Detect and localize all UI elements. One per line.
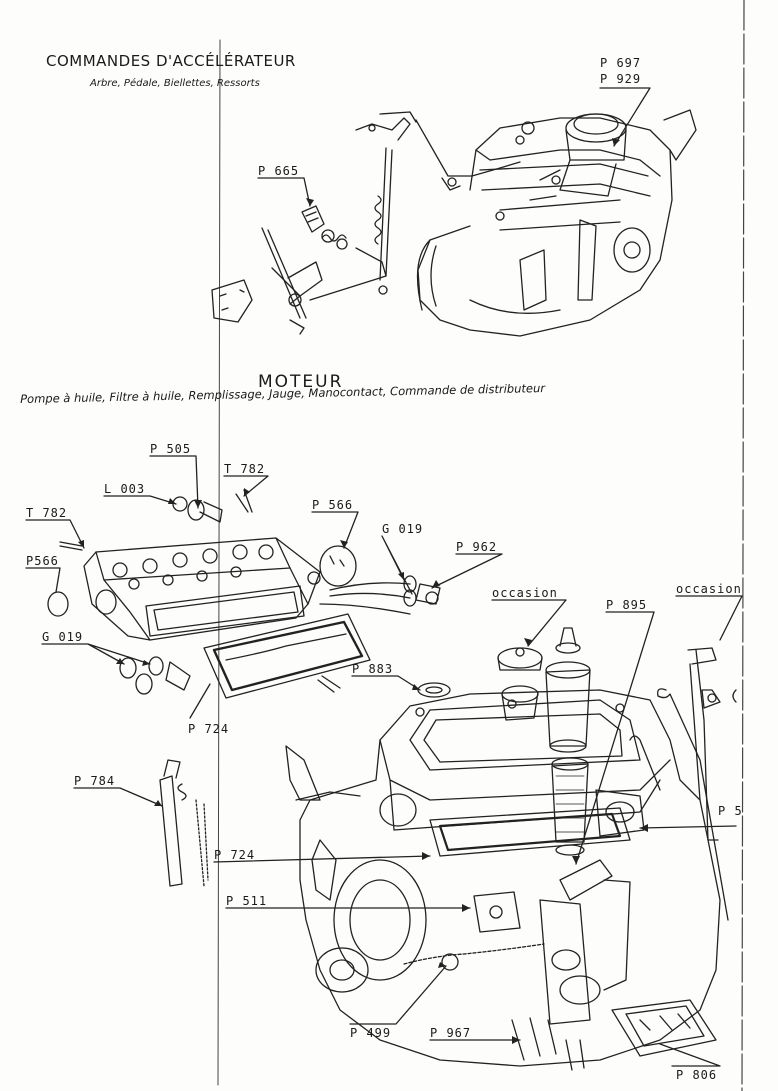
ref-label-l003: L 003 <box>104 482 146 496</box>
ref-label-t782-top: T 782 <box>224 462 266 476</box>
ref-label-occasion-1: occasion <box>492 586 558 600</box>
ref-label-p967: P 967 <box>430 1026 472 1040</box>
ref-label-t782-left: T 782 <box>26 506 68 520</box>
ref-label-p724-gasket: P 724 <box>188 722 230 736</box>
leader-p806 <box>659 1043 721 1067</box>
leader-occasion2 <box>675 595 743 641</box>
leader-p962 <box>431 553 503 589</box>
leader-p724a <box>189 683 211 719</box>
leader-p566a <box>311 511 359 549</box>
leader-p665 <box>257 177 311 207</box>
leader-p499 <box>349 965 447 1025</box>
ref-label-p697: P 697 <box>600 56 642 70</box>
engine-top-view-drawing <box>416 109 697 337</box>
ref-label-occasion-2: occasion <box>676 582 742 596</box>
accelerator-section-title: COMMANDES D'ACCÉLÉRATEUR <box>46 52 296 70</box>
ref-label-g019-right: G 019 <box>382 522 424 536</box>
leader-p895 <box>575 611 655 865</box>
leader-p566b <box>25 567 61 593</box>
leader-occasion1 <box>491 599 567 647</box>
ref-label-p962: P 962 <box>456 540 498 554</box>
accelerator-linkage-drawing <box>211 111 521 335</box>
ref-label-p505: P 505 <box>150 442 192 456</box>
leader-l003 <box>103 495 177 505</box>
leader-p724b <box>213 855 431 863</box>
vertical-guide-line <box>217 39 221 1086</box>
ref-label-p511: P 511 <box>226 894 268 908</box>
leader-t782b <box>25 519 85 549</box>
engine-section-title: MOTEUR <box>258 372 344 392</box>
engine-block-drawing <box>159 627 737 1071</box>
leader-p883 <box>351 675 421 691</box>
ref-label-p724-cover: P 724 <box>214 848 256 862</box>
ref-label-p806: P 806 <box>676 1068 718 1082</box>
ref-label-p665: P 665 <box>258 164 300 178</box>
leader-t782a <box>223 475 269 497</box>
cylinder-head-drawing <box>47 489 441 699</box>
leader-g019a <box>381 535 413 595</box>
ref-label-p929: P 929 <box>600 72 642 86</box>
ref-label-p499: P 499 <box>350 1026 392 1040</box>
ref-label-p883: P 883 <box>352 662 394 676</box>
ref-label-g019-left: G 019 <box>42 630 84 644</box>
accelerator-section-subtitle: Arbre, Pédale, Biellettes, Ressorts <box>90 78 260 89</box>
ref-label-p566-left: P566 <box>26 554 59 568</box>
leader-p5 <box>639 825 737 829</box>
leader-p784 <box>73 787 163 807</box>
ref-label-p5: P 5 <box>718 804 743 818</box>
leader-g019b <box>41 643 151 665</box>
leader-p505 <box>149 455 199 509</box>
leader-p929 <box>599 87 651 147</box>
ref-label-p895: P 895 <box>606 598 648 612</box>
ref-label-p566-right: P 566 <box>312 498 354 512</box>
ref-label-p784: P 784 <box>74 774 116 788</box>
right-margin-line <box>741 0 745 1091</box>
